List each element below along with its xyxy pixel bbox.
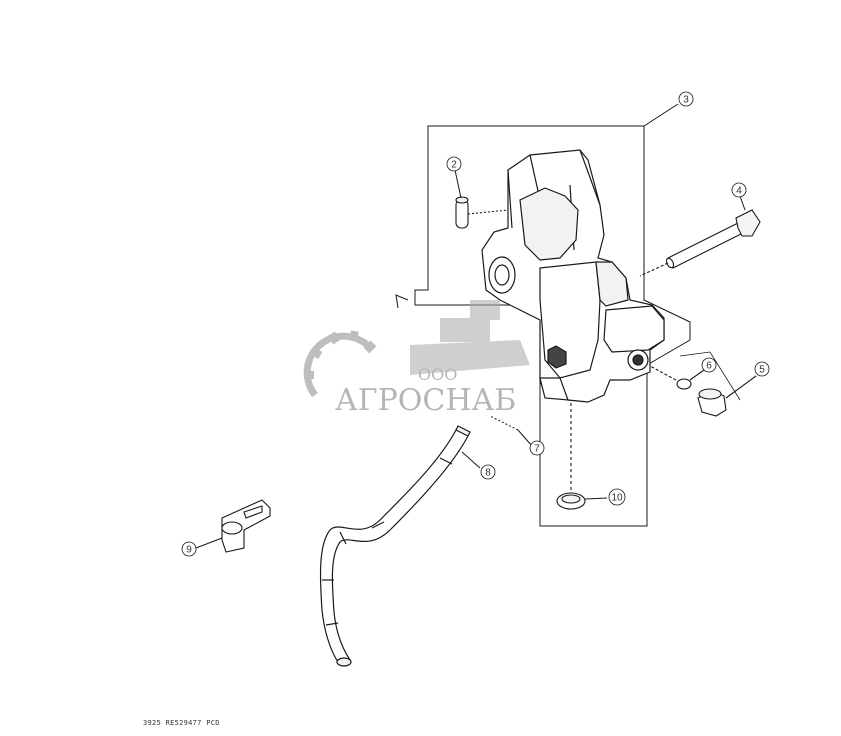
callout-10: 10 xyxy=(608,488,626,506)
part-4-bolt xyxy=(639,209,761,277)
callout-4: 4 xyxy=(731,182,747,198)
tractor-icon xyxy=(410,300,530,375)
part-10-seal xyxy=(556,400,608,510)
leader-3 xyxy=(643,103,679,127)
callout-9: 9 xyxy=(181,541,197,557)
leader-8 xyxy=(461,451,481,469)
callout-7: 7 xyxy=(529,440,545,456)
callout-2: 2 xyxy=(446,156,462,172)
svg-text:2: 2 xyxy=(451,160,457,171)
svg-text:10: 10 xyxy=(611,493,623,504)
svg-text:5: 5 xyxy=(759,365,765,376)
part-2-plug xyxy=(455,196,509,229)
part-7-dash xyxy=(489,415,519,431)
watermark-prefix: ООО xyxy=(418,365,457,384)
svg-text:9: 9 xyxy=(186,545,192,556)
watermark-company: АГРОСНАБ xyxy=(335,383,516,418)
svg-text:6: 6 xyxy=(706,361,712,372)
gear-icon xyxy=(303,332,375,398)
assembly-frame xyxy=(414,125,691,527)
svg-text:3: 3 xyxy=(683,95,689,106)
leader-2 xyxy=(454,169,462,199)
gear-teeth xyxy=(304,330,377,379)
part-8-hose xyxy=(319,294,471,667)
callout-6: 6 xyxy=(701,357,717,373)
watermark-logo: ООО АГРОСНАБ xyxy=(303,300,530,418)
sub-frame-5-6 xyxy=(679,351,741,401)
figure-code: 3925 RE529477 PCD xyxy=(143,719,220,727)
svg-text:4: 4 xyxy=(736,186,742,197)
leader-4 xyxy=(739,195,746,211)
callout-8: 8 xyxy=(480,464,496,480)
svg-text:7: 7 xyxy=(534,444,540,455)
leader-9 xyxy=(195,537,223,549)
part-5-fitting xyxy=(697,375,757,417)
callout-5: 5 xyxy=(754,361,770,377)
valve-housing xyxy=(481,149,665,403)
callout-3: 3 xyxy=(678,91,694,107)
part-6-oring xyxy=(649,365,705,390)
leader-7 xyxy=(517,429,533,447)
svg-text:8: 8 xyxy=(485,468,491,479)
part-9-clip xyxy=(221,499,271,553)
